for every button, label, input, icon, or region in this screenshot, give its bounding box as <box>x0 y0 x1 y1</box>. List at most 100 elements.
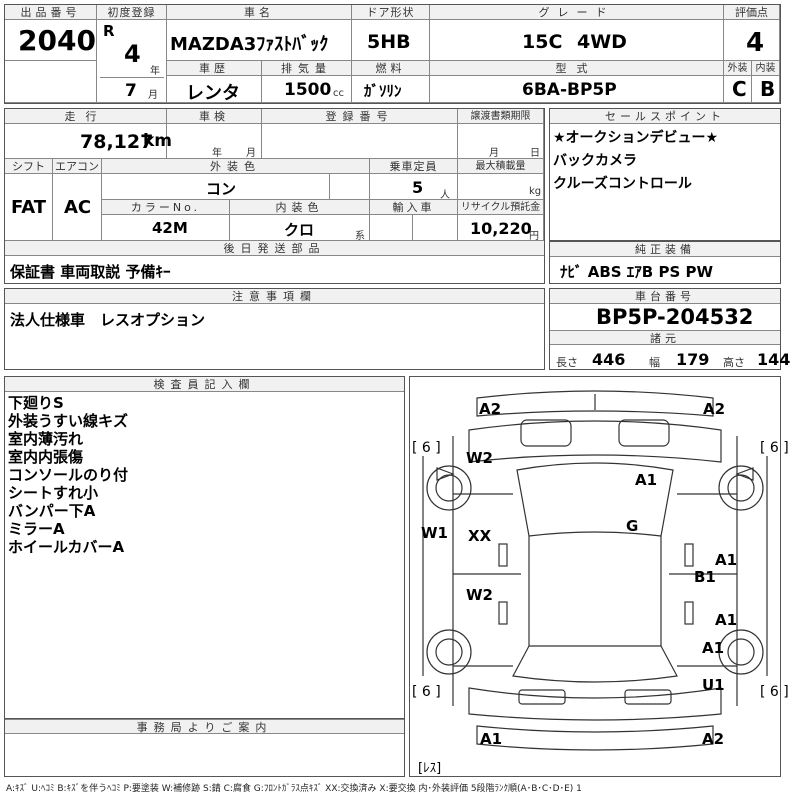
capacity-cell <box>370 174 458 200</box>
ext-color-label: 外装色 <box>102 159 370 174</box>
fuel-cell <box>352 76 430 103</box>
ext-color-sub <box>330 174 370 200</box>
damage-mark: W2 <box>466 449 493 467</box>
ac-cell <box>53 174 102 241</box>
damage-mark: A1 <box>635 471 658 489</box>
car-diagram <box>422 390 768 751</box>
tire-rl-tread: [ 6 ] <box>412 684 441 700</box>
shift-label: シフト <box>5 159 53 174</box>
score-label: 評価点 <box>724 5 780 20</box>
damage-mark: A1 <box>702 639 725 657</box>
inspector-block <box>4 376 405 719</box>
tire-fl-tread: [ 6 ] <box>412 440 441 456</box>
sales-item: クルーズコントロール <box>553 176 692 192</box>
reg-number-label: 登録番号 <box>262 109 458 124</box>
import-label: 輸入車 <box>370 200 458 215</box>
notes: 法人仕様車 レスオプション <box>10 311 206 329</box>
int-eval-label: 内装 <box>752 61 780 76</box>
later-parts: 保証書 車両取説 予備ｷｰ <box>10 263 171 281</box>
load-cell <box>458 174 544 200</box>
damage-mark: A2 <box>702 730 725 748</box>
damage-mark: A1 <box>715 551 738 569</box>
recycle-label: リサイクル預託金 <box>458 200 544 215</box>
sales-item: ★オークションデビュー★ <box>553 130 719 146</box>
damage-mark: B1 <box>694 568 716 586</box>
damage-mark: W2 <box>466 586 493 604</box>
int-color-unit: 系 <box>355 231 365 242</box>
history-label: 車歴 <box>167 61 262 76</box>
ext-eval-cell <box>724 76 752 103</box>
history: レンタ <box>186 83 240 104</box>
car-name-cell <box>167 20 352 61</box>
divider <box>100 77 164 78</box>
header-block <box>4 4 781 104</box>
grade-label: グレード <box>430 5 724 20</box>
recycle: 10,220 <box>470 219 532 238</box>
notes-label: 注意事項欄 <box>5 289 544 304</box>
height-label: 高さ <box>723 356 745 369</box>
reg-year: 4 <box>124 40 141 68</box>
transfer-month-unit: 月 <box>489 148 499 159</box>
era: R <box>103 22 115 40</box>
damage-mark: XX <box>468 527 492 545</box>
ac: AC <box>64 197 92 218</box>
inspector-line: 室内内張傷 <box>8 448 84 466</box>
ext-eval-label: 外装 <box>724 61 752 76</box>
lot-cell <box>5 20 97 61</box>
grade-cell <box>430 20 724 61</box>
length-label: 長さ <box>556 356 578 369</box>
shift-cell <box>5 174 53 241</box>
ext-eval: C <box>732 77 747 101</box>
reg-month: 7 <box>125 81 137 101</box>
score: 4 <box>746 28 765 58</box>
inspector-line: ホイールカバーA <box>8 538 125 556</box>
capacity-unit: 人 <box>440 190 450 201</box>
import-cell-a <box>370 215 413 241</box>
transfer-label: 譲渡書類期限 <box>458 109 544 124</box>
recycle-cell <box>458 215 544 241</box>
int-color-cell <box>230 215 370 241</box>
km-unit: km <box>143 131 173 151</box>
history-cell <box>167 76 262 103</box>
equip: ﾅﾋﾞ ABS ｴｱB PS PW <box>560 263 714 281</box>
colorno: 42M <box>152 219 188 237</box>
first-reg-cell <box>97 20 167 103</box>
chassis-block <box>549 288 781 370</box>
car-name: MAZDA3ﾌｧｽﾄﾊﾞｯｸ <box>170 34 329 55</box>
damage-mark: W1 <box>421 524 448 542</box>
shift: FAT <box>11 197 47 218</box>
damage-mark: A2 <box>703 400 726 418</box>
tire-rr-tread: [ 6 ] <box>760 684 789 700</box>
sales-block <box>549 108 781 241</box>
chassis-label: 車台番号 <box>550 289 780 304</box>
height: 144 <box>757 350 791 369</box>
displacement: 1500 <box>284 80 332 100</box>
model-cell <box>430 76 724 103</box>
reg-number-cell <box>262 124 458 159</box>
inspector-label: 検査員記入欄 <box>5 377 404 392</box>
sales-item: バックカメラ <box>553 153 637 169</box>
equip-label: 純正装備 <box>550 242 780 257</box>
equip-block <box>549 241 781 284</box>
ac-label: エアコン <box>53 159 102 174</box>
width: 179 <box>676 350 710 369</box>
score-cell <box>724 20 780 61</box>
grade: 15C 4WD <box>522 31 627 53</box>
later-parts-block <box>4 256 545 284</box>
later-parts-label: 後日発送部品 <box>5 241 544 256</box>
mileage-label: 走行 <box>5 109 167 124</box>
notes-block <box>4 288 545 370</box>
damage-mark: U1 <box>702 676 725 694</box>
colorno-cell <box>102 215 230 241</box>
inspector-line: 室内薄汚れ <box>8 430 84 448</box>
model-label: 型式 <box>430 61 724 76</box>
car-name-label: 車名 <box>167 5 352 20</box>
transfer-cell <box>458 124 544 159</box>
spare-tire: [ﾚｽ] <box>418 761 442 776</box>
inspection-label: 車検 <box>167 109 262 124</box>
width-label: 幅 <box>649 356 660 369</box>
inspector-line: シートすれ小 <box>8 484 99 502</box>
legend: A:ｷｽﾞ U:ﾍｺﾐ B:ｷｽﾞを伴うﾍｺﾐ P:要塗装 W:補修跡 S:錆 … <box>6 784 582 794</box>
spec-label: 諸元 <box>550 330 780 345</box>
year-unit: 年 <box>150 66 160 77</box>
